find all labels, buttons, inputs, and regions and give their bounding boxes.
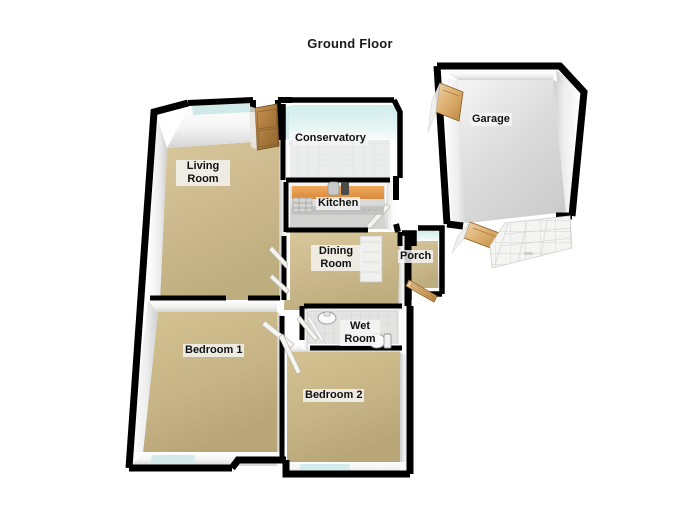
- living-room-wall-left: [148, 113, 167, 300]
- kitchen-wall-right: [385, 178, 394, 231]
- living-dining-door[interactable]: [268, 245, 289, 269]
- garage-floor: [458, 80, 566, 223]
- conservatory-glass-back: [289, 105, 392, 140]
- front-door[interactable]: [249, 103, 280, 151]
- kitchen-appliance: [292, 197, 313, 213]
- kitchen-hob: [341, 182, 349, 195]
- kitchen-sink: [327, 181, 340, 196]
- dining-rear-door[interactable]: [359, 235, 383, 283]
- wetroom-toilet: [368, 333, 386, 349]
- garage-wall-right-inner: [553, 80, 578, 212]
- conservatory-floor-tint: [289, 140, 390, 178]
- bedroom-2-window: [300, 464, 350, 472]
- garage-block: [427, 62, 588, 269]
- bedroom-1-wall-left: [131, 300, 158, 452]
- house-block: [125, 97, 446, 478]
- kitchen-fixtures: [292, 181, 384, 215]
- page-title: Ground Floor: [307, 36, 393, 51]
- living-room-floor: [160, 140, 279, 300]
- porch-door[interactable]: [405, 279, 438, 303]
- garage-side-door[interactable]: [427, 82, 464, 133]
- dining-room-floor: [284, 232, 405, 310]
- living-room-window: [192, 103, 252, 115]
- bedroom-1-floor: [143, 312, 277, 452]
- bedroom-1-window: [150, 455, 195, 464]
- driveway-paving: [489, 215, 573, 269]
- kitchen-worktop-lower: [292, 206, 384, 215]
- conservatory-glass-right: [390, 105, 399, 142]
- conservatory-floor: [289, 140, 390, 178]
- living-hall-door[interactable]: [269, 273, 290, 295]
- bedroom-1-wall-top: [150, 300, 277, 312]
- conservatory-frame: [280, 97, 403, 178]
- bedroom-2-floor: [287, 352, 400, 462]
- wetroom-cistern: [383, 333, 392, 349]
- bedroom-2-door[interactable]: [278, 333, 302, 375]
- wet-room-door[interactable]: [296, 315, 319, 342]
- kitchen-dining-outer-wall: [393, 176, 401, 233]
- garage-wall-back: [443, 70, 556, 80]
